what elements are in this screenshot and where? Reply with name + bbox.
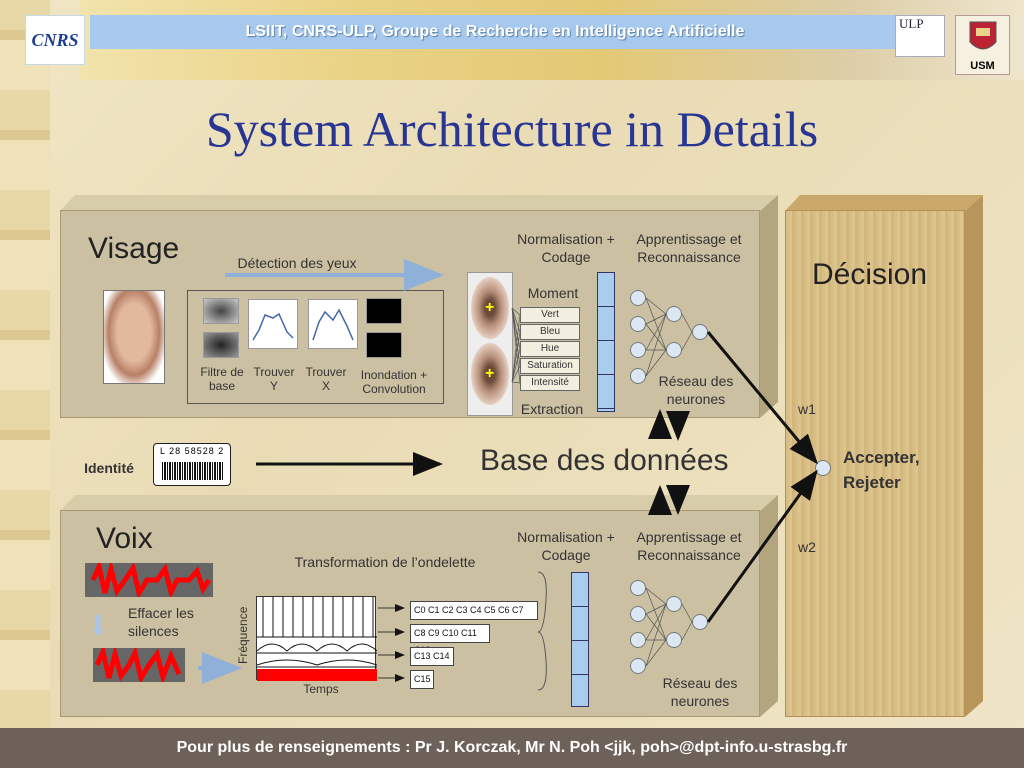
input-node: [630, 632, 646, 648]
raw-waveform: [85, 559, 213, 600]
voix-panel-side: [760, 495, 778, 717]
visage-normalisation-label: Normalisation + Codage: [517, 231, 615, 265]
face-photo: [103, 290, 165, 384]
hidden-node: [666, 342, 682, 358]
feature-saturation: Saturation: [520, 358, 580, 374]
voix-learning-label: Apprentissage et Reconnaissance: [636, 529, 742, 563]
feature-intensite: Intensité: [520, 375, 580, 391]
hidden-node: [666, 632, 682, 648]
page-title: System Architecture in Details: [205, 101, 819, 157]
step-filter-label: Filtre de base: [200, 365, 244, 393]
y-histogram-plot: [248, 299, 298, 349]
extracted-eyes: + +: [467, 272, 513, 416]
eye-detection-frame: [187, 290, 444, 404]
remove-silence-label: Effacer les silences: [128, 605, 194, 639]
wavelet-spectrogram: [256, 596, 378, 681]
moment-label: Moment: [527, 285, 579, 301]
visage-network-label: Réseau des neurones: [658, 373, 734, 407]
input-node: [630, 290, 646, 306]
coefficient-row: C8 C9 C10 C11 C12: [410, 624, 490, 655]
input-node: [630, 342, 646, 358]
step-flood-label: Inondation + Convolution: [360, 368, 428, 396]
identity-label: Identité: [84, 460, 134, 476]
coefficient-row: C0 C1 C2 C3 C4 C5 C6 C7: [410, 601, 538, 620]
decision-result-label: Accepter, Rejeter: [843, 448, 920, 492]
voix-title: Voix: [96, 522, 153, 555]
step-find-x-label: Trouver X: [305, 365, 347, 393]
coefficient-row: C15: [410, 670, 434, 689]
hidden-node: [666, 306, 682, 322]
decision-panel-top-edge: [785, 195, 983, 211]
right-eye-image: +: [471, 343, 509, 405]
footer-contact: Pour plus de renseignements : Pr J. Korc…: [0, 728, 1024, 768]
eye-detection-label: Détection des yeux: [237, 255, 357, 271]
cnrs-logo: CNRS: [25, 15, 85, 65]
x-histogram-plot: [308, 299, 358, 349]
input-node: [630, 368, 646, 384]
visage-learning-label: Apprentissage et Reconnaissance: [636, 231, 742, 265]
visage-panel: [60, 210, 760, 418]
arrow-down-icon: [93, 615, 103, 637]
usm-crest-icon: [969, 21, 997, 50]
visage-panel-side: [760, 195, 778, 418]
coefficient-row: C13 C14: [410, 647, 454, 666]
voix-code-vector: [571, 572, 589, 707]
cleaned-waveform: [93, 644, 185, 686]
usm-logo: USM: [955, 15, 1010, 75]
flood-result-image: [366, 298, 402, 324]
barcode-icon: [162, 462, 224, 480]
usm-logo-text: USM: [970, 60, 995, 72]
feature-bleu: Bleu: [520, 324, 580, 340]
background-texture: [0, 0, 50, 730]
extraction-label: Extraction: [520, 401, 584, 417]
output-node: [692, 324, 708, 340]
decision-node: [815, 460, 831, 476]
convolution-result-image: [366, 332, 402, 358]
filtered-eye-image: [203, 298, 239, 324]
decision-panel-side: [965, 195, 983, 717]
voix-panel-top-edge: [60, 495, 778, 511]
database-label: Base des données: [480, 444, 729, 477]
frequency-axis-label: Fréquence: [236, 606, 250, 664]
ulp-logo: ULP: [895, 15, 945, 57]
input-node: [630, 606, 646, 622]
card-number: L 28 58528 2: [160, 446, 225, 456]
header-banner: LSIIT, CNRS-ULP, Groupe de Recherche en …: [90, 15, 900, 49]
identity-card: L 28 58528 2: [153, 443, 231, 486]
filtered-eye-image-2: [203, 332, 239, 358]
visage-panel-top-edge: [60, 195, 778, 211]
weight-w2-label: w2: [798, 539, 816, 555]
hidden-node: [666, 596, 682, 612]
decision-title: Décision: [812, 258, 928, 291]
wavelet-label: Transformation de l’ondelette: [294, 554, 476, 570]
input-node: [630, 580, 646, 596]
input-node: [630, 658, 646, 674]
visage-title: Visage: [88, 232, 180, 265]
step-find-y-label: Trouver Y: [253, 365, 295, 393]
input-node: [630, 316, 646, 332]
feature-hue: Hue: [520, 341, 580, 357]
left-eye-image: +: [471, 277, 509, 339]
voix-normalisation-label: Normalisation + Codage: [517, 529, 615, 563]
voix-network-label: Réseau des neurones: [662, 675, 738, 709]
feature-vert: Vert: [520, 307, 580, 323]
weight-w1-label: w1: [798, 401, 816, 417]
visage-code-vector: [597, 272, 615, 412]
output-node: [692, 614, 708, 630]
time-axis-label: Temps: [303, 682, 339, 696]
